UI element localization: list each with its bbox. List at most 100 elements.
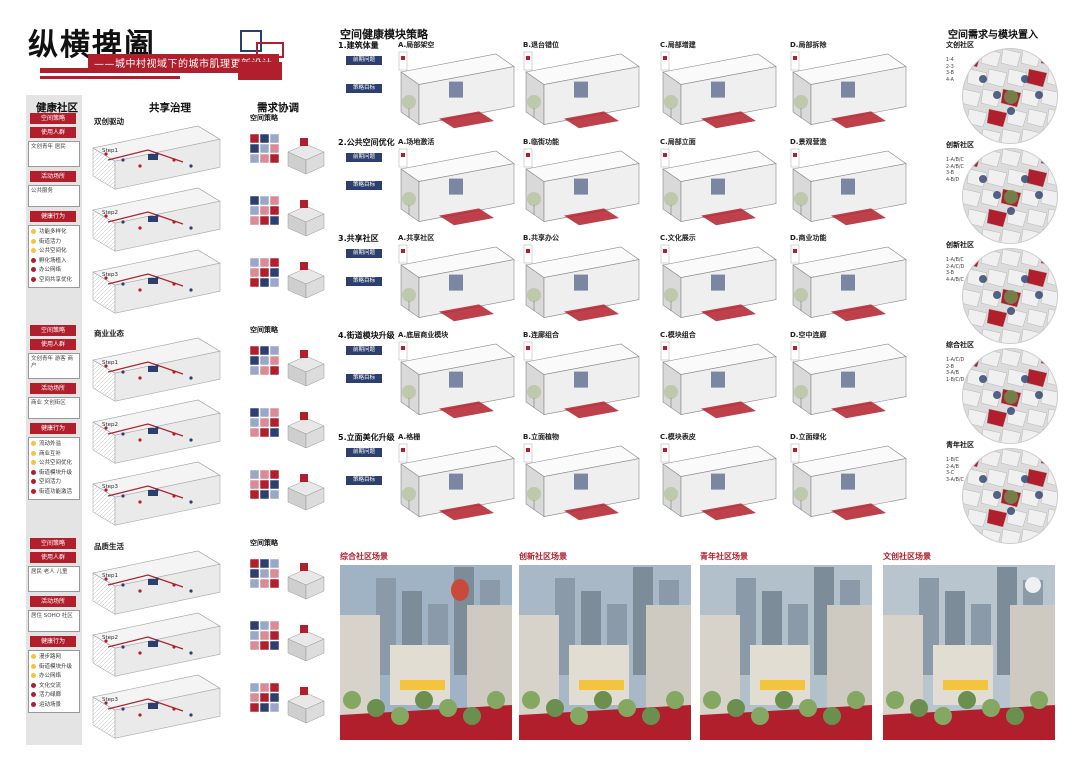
behavior-label: 孵化场植入 bbox=[39, 257, 67, 264]
circle-legend: 1-A/C/D 2-B 3-A/B 1-B/C/D bbox=[946, 358, 965, 383]
behavior-label: 公共空间化 bbox=[39, 248, 67, 254]
circle-legend: 1-A/B/C 2-A/B/C 3-B 4-B/D bbox=[946, 158, 964, 183]
strategy-row-title: 4.街道模块升级 bbox=[338, 331, 395, 340]
behavior-item: 漫步路网 bbox=[31, 653, 77, 663]
strategy-row-tag: 前期问题 bbox=[346, 153, 382, 162]
strategy-diagrams bbox=[398, 51, 907, 521]
strategy-variant-title: D.商业功能 bbox=[790, 234, 827, 242]
behavior-item: 街道模块升级 bbox=[31, 469, 77, 479]
scene-image bbox=[340, 565, 512, 740]
behavior-item: 文化交流 bbox=[31, 682, 77, 692]
behavior-label: 流动外溢 bbox=[39, 441, 62, 447]
step-label: Step2 bbox=[102, 422, 119, 428]
strategy-row-tag: 策略目标 bbox=[346, 374, 382, 383]
behavior-tag: 健康行为 bbox=[30, 211, 76, 222]
strategy-row-tag: 前期问题 bbox=[346, 249, 382, 258]
strategy-row-title: 2.公共空间优化 bbox=[338, 138, 395, 147]
strategy-row-tag: 策略目标 bbox=[346, 181, 382, 190]
strategy-variant-title: B.临街功能 bbox=[523, 138, 559, 146]
title-underline-bar-2 bbox=[40, 76, 180, 79]
behavior-label: 商业互补 bbox=[39, 450, 62, 457]
scene-image bbox=[700, 565, 872, 740]
activity-tag: 活动场所 bbox=[30, 171, 76, 182]
page-subtitle: ——城中村视域下的城市肌理更新设计 bbox=[88, 54, 279, 71]
behavior-label: 漫步路网 bbox=[39, 654, 62, 660]
bullet-icon bbox=[31, 267, 36, 272]
bullet-icon bbox=[31, 460, 36, 465]
behavior-label: 办公网络 bbox=[39, 267, 62, 273]
bullet-icon bbox=[31, 673, 36, 678]
strategy-variant-title: D.局部拆除 bbox=[790, 41, 827, 49]
behavior-item: 流动外溢 bbox=[31, 440, 77, 450]
circle-title: 文创社区 bbox=[946, 41, 974, 49]
demand-head-3: 空间策略 bbox=[250, 539, 278, 547]
strategy-variant-title: D.景观营造 bbox=[790, 138, 827, 146]
strategy-variant-title: A.格栅 bbox=[398, 433, 421, 441]
col-demand-coordination: 需求协调 bbox=[257, 102, 299, 114]
behavior-item: 空间共享优化 bbox=[31, 276, 77, 286]
circle-title: 青年社区 bbox=[946, 441, 974, 449]
behavior-label: 街道活力 bbox=[39, 238, 62, 245]
strategy-variant-title: C.局部立面 bbox=[660, 138, 696, 146]
strategy-variant-title: B.连廊组合 bbox=[523, 331, 559, 339]
activity-box: 商业 文创街区 bbox=[28, 397, 80, 419]
demand-head-1: 空间策略 bbox=[250, 114, 278, 122]
behavior-label: 空间活力 bbox=[39, 479, 62, 485]
circle-map bbox=[962, 248, 1058, 344]
activity-box: 公共服务 bbox=[28, 185, 80, 207]
bullet-icon bbox=[31, 276, 36, 282]
people-box: 居民 老人 儿童 bbox=[28, 566, 80, 592]
circle-title: 创新社区 bbox=[946, 241, 974, 249]
step-label: Step1 bbox=[102, 360, 119, 366]
circle-legend: 1-B/C 2-A/B 3-C 3-A/B/C bbox=[946, 458, 964, 483]
right-title: 空间需求与模块置入 bbox=[948, 30, 1038, 41]
strategy-variant-title: B.退台错位 bbox=[523, 41, 559, 49]
scene-image bbox=[883, 565, 1055, 740]
strategy-variant-title: C.文化展示 bbox=[660, 234, 696, 242]
people-box: 文创青年 游客 商户 bbox=[28, 353, 80, 379]
left-tag: 使用人群 bbox=[30, 339, 76, 350]
bullet-icon bbox=[31, 441, 36, 446]
strategy-row-tag: 前期问题 bbox=[346, 346, 382, 355]
circle-map bbox=[962, 48, 1058, 144]
behavior-label: 文化交流 bbox=[39, 682, 62, 689]
logo-mark-2 bbox=[256, 42, 284, 58]
bullet-icon bbox=[31, 488, 36, 494]
strategy-variant-title: C.模块表皮 bbox=[660, 433, 696, 441]
circle-legend: 1-4 2-3 3-B 4-A bbox=[946, 58, 954, 83]
behavior-item: 孵化场植入 bbox=[31, 257, 77, 267]
behavior-label: 活力绿廊 bbox=[39, 692, 62, 698]
circle-legend: 1-A/B/C 2-A/C/D 3-B 4-A/B/C bbox=[946, 258, 965, 283]
demand-icons bbox=[249, 133, 325, 724]
behavior-item: 商业互补 bbox=[31, 450, 77, 460]
step-label: Step2 bbox=[102, 210, 119, 216]
strategy-variant-title: A.场地激活 bbox=[398, 138, 435, 146]
scene-title: 综合社区场景 bbox=[340, 552, 388, 561]
behavior-item: 街道功能激活 bbox=[31, 488, 77, 498]
behavior-label: 空间共享优化 bbox=[39, 276, 73, 283]
step-label: Step3 bbox=[102, 484, 119, 490]
circle-map bbox=[962, 448, 1058, 544]
bullet-icon bbox=[31, 229, 36, 234]
activity-tag: 活动场所 bbox=[30, 596, 76, 607]
strategy-row-tag: 策略目标 bbox=[346, 476, 382, 485]
strategy-variant-title: A.共享社区 bbox=[398, 234, 435, 242]
bullet-icon bbox=[31, 692, 36, 697]
people-box: 文创青年 居民 bbox=[28, 141, 80, 167]
behavior-item: 公共空间优化 bbox=[31, 459, 77, 469]
strategy-row-tag: 前期问题 bbox=[346, 56, 382, 65]
bullet-icon bbox=[31, 479, 36, 484]
strategy-variant-title: C.局部增建 bbox=[660, 41, 696, 49]
bullet-icon bbox=[31, 682, 36, 688]
scene-title: 青年社区场景 bbox=[700, 552, 748, 561]
scene-title: 创新社区场景 bbox=[519, 552, 567, 561]
behavior-item: 公共空间化 bbox=[31, 247, 77, 257]
demand-head-2: 空间策略 bbox=[250, 326, 278, 334]
behavior-tag: 健康行为 bbox=[30, 636, 76, 647]
strategy-row-title: 5.立面美化升级 bbox=[338, 433, 395, 442]
step-label: Step3 bbox=[102, 272, 119, 278]
bullet-icon bbox=[31, 654, 36, 659]
left-tag: 空间策略 bbox=[30, 325, 76, 336]
behavior-item: 运动场景 bbox=[31, 701, 77, 711]
behavior-label: 街道模块升级 bbox=[39, 663, 73, 670]
